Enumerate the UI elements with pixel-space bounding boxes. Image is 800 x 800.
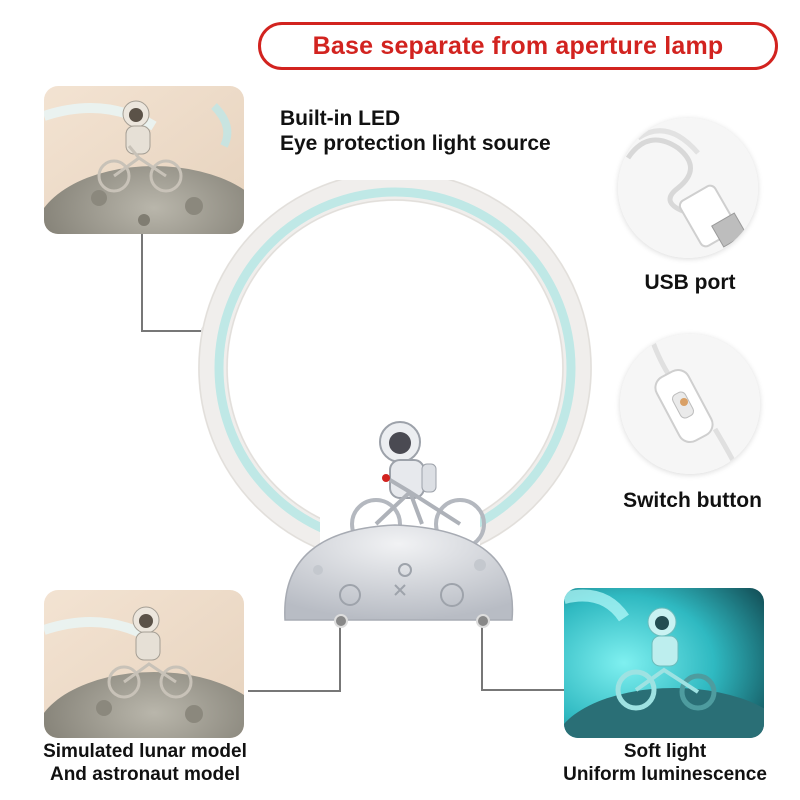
- leader-line: [248, 690, 340, 692]
- led-feature-text: Built-in LED Eye protection light source: [280, 106, 551, 156]
- soft-light-thumbnail: [564, 588, 764, 738]
- leader-line: [141, 234, 143, 332]
- leader-dot: [476, 614, 490, 628]
- usb-port-image: [618, 118, 758, 258]
- page-title: Base separate from aperture lamp: [312, 31, 724, 60]
- led-detail-thumbnail: [44, 86, 244, 234]
- soft-light-text: Soft light Uniform luminescence: [540, 740, 790, 786]
- leader-line: [339, 622, 341, 692]
- lunar-model-subtitle: And astronaut model: [49, 764, 240, 785]
- led-feature-title: Built-in LED: [280, 107, 401, 130]
- lunar-model-title: Simulated lunar model: [43, 741, 247, 762]
- usb-port-label: USB port: [644, 271, 736, 294]
- lunar-model-text: Simulated lunar model And astronaut mode…: [20, 740, 270, 786]
- leader-dot: [334, 614, 348, 628]
- lunar-model-thumbnail: [44, 590, 244, 738]
- leader-line: [481, 689, 564, 691]
- aperture-lamp-image: [198, 180, 592, 621]
- switch-button-label: Switch button: [623, 489, 762, 512]
- led-detail-image: [44, 86, 244, 234]
- soft-light-subtitle: Uniform luminescence: [563, 764, 767, 785]
- led-feature-subtitle: Eye protection light source: [280, 132, 551, 155]
- leader-line: [481, 622, 483, 690]
- soft-light-title: Soft light: [623, 741, 707, 762]
- leader-line: [141, 330, 207, 332]
- switch-button-image: [620, 334, 760, 474]
- title-banner: Base separate from aperture lamp: [258, 22, 778, 70]
